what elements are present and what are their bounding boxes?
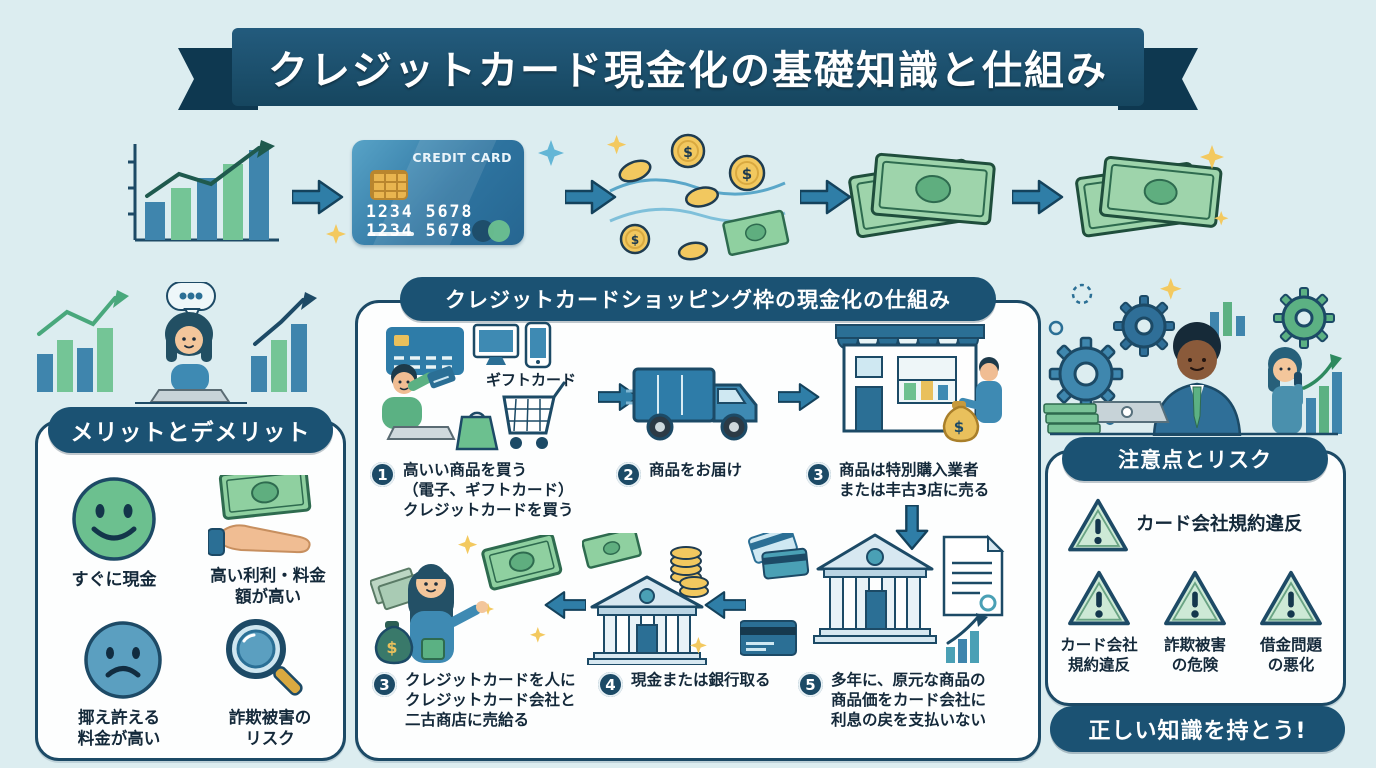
footer-badge-text: 正しい知識を持とう!	[1088, 719, 1307, 744]
step-number-badge: 1	[370, 462, 395, 487]
sparkle-icon	[326, 224, 346, 244]
flow-arrow-left-icon	[544, 591, 586, 619]
smile-icon	[72, 477, 156, 561]
magnifier-icon	[226, 619, 303, 696]
process-panel: クレジットカードショッピング枠の現金化の仕組み ギフトカード	[355, 277, 1041, 761]
svg-text:$: $	[386, 638, 397, 657]
merits-header-text: メリットとデメリット	[70, 420, 311, 446]
svg-text:$: $	[742, 165, 752, 183]
growth-chart-icon	[128, 140, 279, 242]
hand-money-icon	[208, 475, 312, 556]
process-header-text: クレジットカードショッピング枠の現金化の仕組み	[445, 288, 951, 312]
svg-text:$: $	[683, 145, 693, 161]
coin-stack-icon	[670, 546, 709, 598]
step-number-badge: 4	[598, 672, 623, 697]
risk-headline: カード会社規約違反	[1136, 514, 1303, 535]
advisor-man-illustration	[1043, 278, 1342, 436]
risk-item-label: 借金問題 の悪化	[1259, 636, 1322, 675]
risk-item-label: カード会社 規約違反	[1060, 636, 1138, 675]
gear-icon	[1113, 295, 1175, 357]
sad-face-icon	[84, 621, 162, 699]
step-text: 高いい商品を買う （電子、ギフトカード） クレジットカードを買う	[403, 461, 574, 519]
title-banner: クレジットカード現金化の基礎知識と仕組み	[232, 28, 1144, 106]
credit-card-illustration: CREDIT CARD 1234 5678 1234 5678	[352, 140, 524, 245]
merits-panel: メリットとデメリット すぐに現金 高い利利・料金 額が高い 揶え許える 料金が高…	[35, 407, 346, 761]
step-text: 現金または銀行取る	[631, 671, 771, 689]
svg-text:$: $	[631, 233, 639, 247]
flow-arrow-right-icon	[1012, 179, 1064, 215]
warning-triangle-icon	[1164, 570, 1226, 626]
process-step: 1 高いい商品を買う （電子、ギフトカード） クレジットカードを買う	[370, 461, 608, 520]
warning-triangle-icon	[1068, 498, 1128, 552]
step-text: 多年に、原元な商品の 商品価をカード会社に 利息の戻を支払いない	[831, 671, 987, 729]
card-company-bank-illustration	[740, 533, 1005, 663]
process-step: 3 クレジットカードを人に クレジットカード会社と 二古商店に売給る	[372, 671, 612, 730]
analyst-woman-illustration	[37, 282, 317, 404]
merits-panel-header: メリットとデメリット	[48, 407, 333, 453]
merit-item-label: 詐欺被害の リスク	[228, 708, 312, 749]
bank-with-money-icon	[582, 533, 709, 665]
step-number-badge: 3	[372, 672, 397, 697]
coins-flow-icon: $ $ $	[607, 133, 790, 261]
document-icon	[942, 534, 1005, 617]
step-text: クレジットカードを人に クレジットカード会社と 二古商店に売給る	[405, 671, 576, 729]
gear-icon	[1048, 336, 1124, 412]
merit-item-label: 高い利利・料金 額が高い	[210, 566, 326, 607]
page-title: クレジットカード現金化の基礎知識と仕組み	[268, 48, 1108, 94]
card-logo-circle	[488, 220, 510, 242]
step-number-badge: 3	[806, 462, 831, 487]
svg-text:$: $	[954, 418, 964, 436]
merit-item-label: 揶え許える 料金が高い	[77, 708, 161, 749]
flow-arrow-right-icon	[565, 179, 617, 215]
credit-card-label: CREDIT CARD	[412, 150, 512, 165]
flow-arrow-left-icon	[704, 591, 746, 619]
delivery-truck-icon	[626, 367, 758, 441]
gift-card-label: ギフトカード	[485, 371, 576, 389]
risks-panel: 注意点とリスク カード会社規約違反 カード会社 規約違反 詐欺被害 の危険 借金…	[1045, 437, 1346, 706]
flow-arrow-right-icon	[292, 179, 344, 215]
card-chip-icon	[370, 170, 408, 200]
merit-item-label: すぐに現金	[71, 570, 157, 590]
process-step: 2 商品をお届け	[616, 461, 796, 487]
sparkle-icon	[538, 140, 564, 166]
money-stack-icon	[1075, 145, 1229, 238]
flow-arrow-down-icon	[895, 505, 929, 551]
growth-chart-small-icon	[946, 613, 988, 663]
risks-header-text: 注意点とリスク	[1118, 448, 1272, 472]
flow-arrow-right-icon	[778, 383, 820, 411]
card-line	[368, 232, 414, 236]
process-step: 4 現金または銀行取る	[598, 671, 803, 697]
gear-icon	[1273, 287, 1335, 349]
money-stack-icon	[848, 152, 996, 239]
step-number-badge: 2	[616, 462, 641, 487]
warning-triangle-icon	[1068, 570, 1130, 626]
process-step: 5 多年に、原元な商品の 商品価をカード会社に 利息の戻を支払いない	[798, 671, 1033, 730]
woman-receives-cash-illustration: $	[370, 535, 563, 665]
warning-triangle-icon	[1260, 570, 1322, 626]
risk-item-label: 詐欺被害 の危険	[1163, 636, 1226, 675]
step-text: 商品は特別購入業者 または丰古3店に売る	[839, 461, 990, 499]
step-number-badge: 5	[798, 672, 823, 697]
footer-badge: 正しい知識を持とう!	[1050, 706, 1345, 752]
step-text: 商品をお届け	[649, 461, 743, 479]
process-step: 3 商品は特別購入業者 または丰古3店に売る	[806, 461, 1031, 501]
store-sale-illustration: $	[835, 324, 1002, 443]
flow-arrow-right-icon	[800, 179, 852, 215]
risks-panel-header: 注意点とリスク	[1062, 437, 1328, 481]
process-panel-header: クレジットカードショッピング枠の現金化の仕組み	[400, 277, 996, 321]
buy-goods-illustration	[382, 321, 566, 451]
